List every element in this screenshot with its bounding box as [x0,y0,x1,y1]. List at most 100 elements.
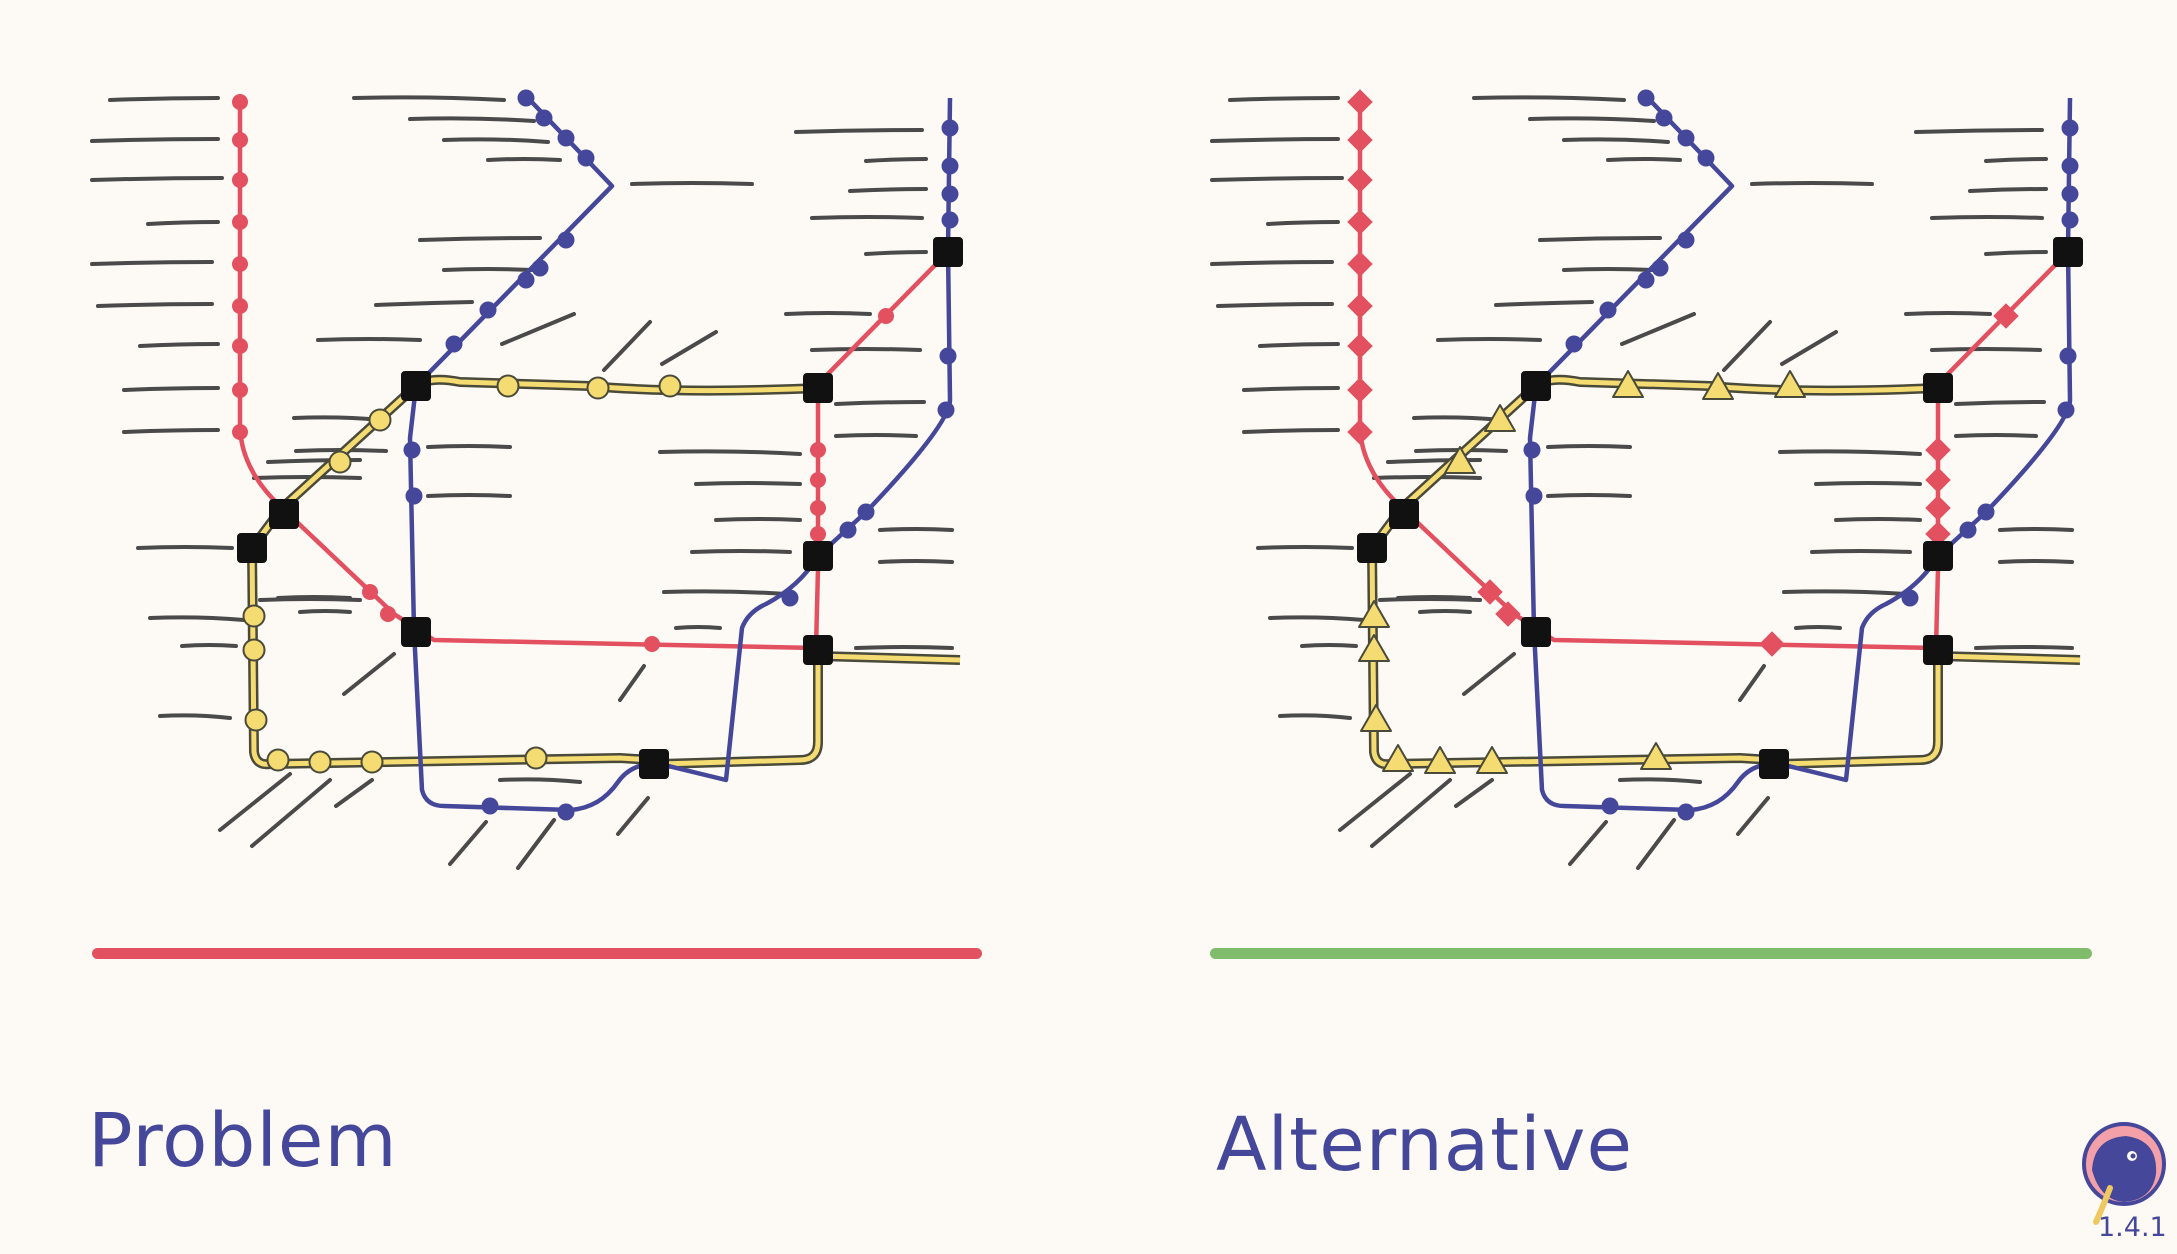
red-stop [1347,333,1373,359]
blue-stop [2061,211,2079,229]
yellow-stop [360,750,384,774]
station-label-tick [90,137,220,143]
station-label-tick [690,549,792,554]
station-label-tick [1412,415,1504,422]
station-label-tick [426,493,512,498]
station-label-tick [418,236,542,242]
station-label-tick [878,527,954,532]
station-label-tick [218,772,292,832]
blue-stop [1977,503,1995,521]
red-stop [232,382,248,398]
red-stop [1347,377,1373,403]
blue-stop [839,521,857,539]
station-label-tick [848,187,928,193]
station-label-tick [122,386,220,392]
station-label-tick [426,444,512,449]
station-label-tick [1750,181,1874,186]
station-label-tick [1372,475,1482,480]
alternative-panel: Alternative [1120,0,2130,1254]
blue-stop [2061,157,2079,175]
station-label-tick [1562,267,1654,272]
interchange-stop [2053,237,2083,267]
blue-stop [941,185,959,203]
blue-stop [481,797,499,815]
blue-stop [479,301,497,319]
red-stop [232,424,248,440]
blue-stop [1523,441,1541,459]
station-label-tick [1794,625,1842,630]
red-stop [810,500,826,516]
yellow-stop [658,374,682,398]
station-label-tick [1454,778,1494,808]
yellow-stop [586,376,610,400]
red-stop [878,308,894,324]
red-stop [810,442,826,458]
yellow-stop [1358,634,1390,662]
station-label-tick [1618,777,1702,784]
yellow-line [249,377,961,767]
interchange-stop [803,541,833,571]
station-label-tick [834,400,926,406]
station-label-tick [1904,311,1992,316]
interchange-stop [401,371,431,401]
station-label-tick [1984,157,2048,163]
blue-stop [941,157,959,175]
yellow-stop [1424,746,1456,774]
station-label-tick [1378,597,1482,602]
interchange-stop [1923,373,1953,403]
station-label-tick [486,157,562,162]
station-label-tick [630,181,754,186]
station-label-tick [810,215,924,220]
yellow-stop [242,638,266,662]
red-line [237,100,950,651]
yellow-stop [328,450,352,474]
yellow-stop [1358,600,1390,628]
station-label-tick [138,342,220,348]
blue-stop [403,441,421,459]
interchange-stop [1923,541,1953,571]
blue-stop [2061,185,2079,203]
interchange-stop [1521,371,1551,401]
alternative-label: Alternative [1216,1102,1633,1188]
blue-stop [2057,401,2075,419]
interchange-stop [803,635,833,665]
blue-stop [1959,521,1977,539]
interchange-stop [1389,499,1419,529]
station-label-tick [250,778,332,848]
station-label-tick [1216,302,1334,308]
station-label-tick [1930,215,2044,220]
station-label-tick [122,428,220,434]
yellow-line [1369,377,2081,767]
red-stop [232,338,248,354]
station-label-tick [352,95,506,102]
station-label-tick [158,713,232,720]
yellow-stop [496,374,520,398]
yellow-stop [242,604,266,628]
station-label-tick [674,625,722,630]
station-label-tick [834,433,918,438]
station-label-tick [1546,444,1632,449]
red-stop [1759,631,1785,657]
station-label-tick [316,337,422,342]
red-stop [1925,495,1951,521]
station-label-tick [1620,312,1696,346]
blue-stop [941,211,959,229]
yellow-stop [1444,446,1476,474]
problem-metro-map [90,89,963,870]
station-label-tick [498,777,582,784]
station-label-tick [1436,337,1542,342]
yellow-stop [266,748,290,772]
station-label-tick [1242,428,1340,434]
red-stop [1925,437,1951,463]
station-label-tick [1418,609,1472,614]
alternative-metro-map [1210,89,2083,870]
blue-stop [1637,89,1655,107]
station-label-tick [1814,481,1922,486]
station-label-tick [180,643,238,648]
station-label-tick [146,220,220,226]
yellow-stop [244,708,268,732]
map-group [90,89,963,870]
station-label-tick [258,597,362,602]
blue-stop [557,129,575,147]
